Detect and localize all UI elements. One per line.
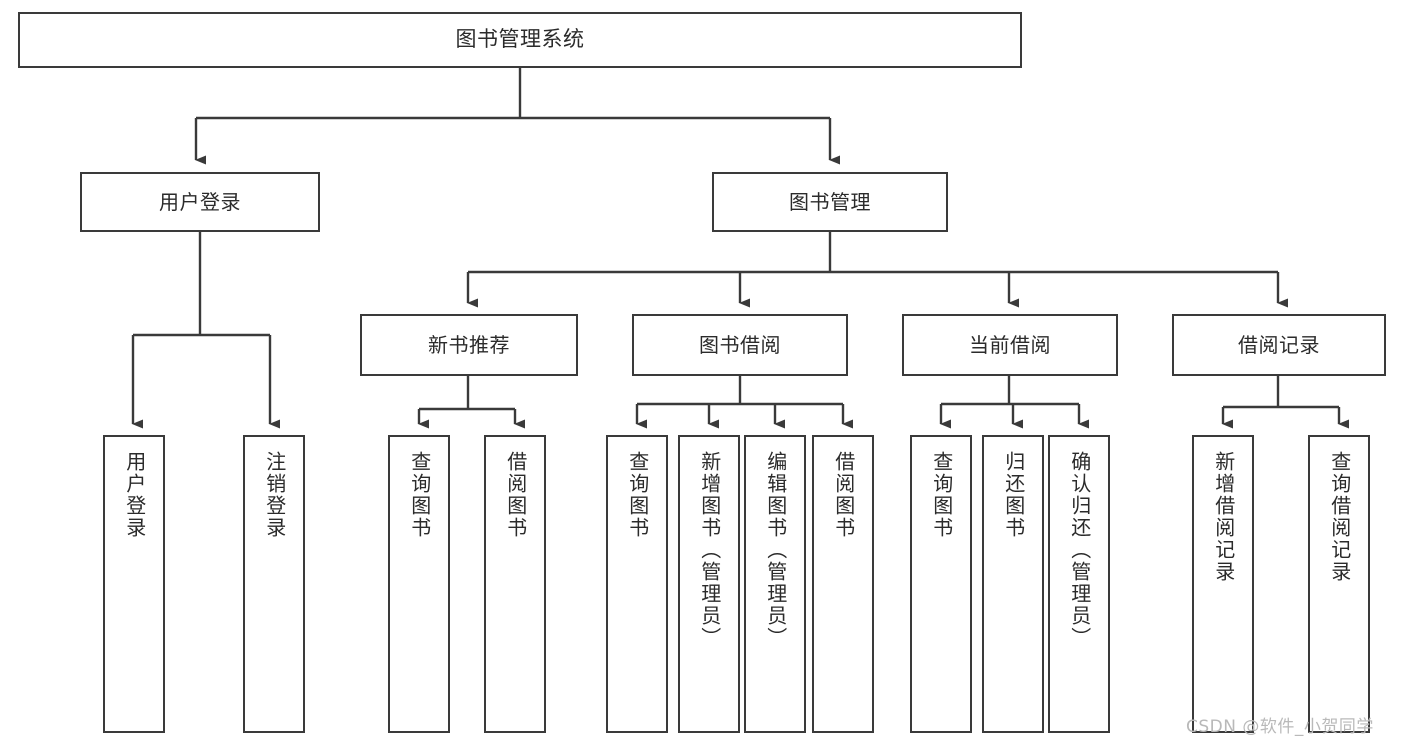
node-book-borrow[interactable]: 图书借阅 [632,314,848,376]
node-leaf-query-book-borrow[interactable]: 查询图书 [606,435,668,733]
node-leaf-add-book[interactable]: 新增图书（管理员） [678,435,740,733]
node-leaf-user-logout[interactable]: 注销登录 [243,435,305,733]
node-leaf-query-book-borrow-label: 查询图书 [625,451,650,539]
node-leaf-add-record-label: 新增借阅记录 [1211,451,1236,583]
node-leaf-add-record[interactable]: 新增借阅记录 [1192,435,1254,733]
node-leaf-borrow-book-rec-label: 借阅图书 [503,451,528,539]
node-current-borrow-label: 当前借阅 [969,332,1051,357]
node-borrow-record[interactable]: 借阅记录 [1172,314,1386,376]
node-leaf-user-logout-label: 注销登录 [262,451,287,539]
node-leaf-return-book-label: 归还图书 [1001,451,1026,539]
node-leaf-confirm-return[interactable]: 确认归还（管理员） [1048,435,1110,733]
node-leaf-user-login[interactable]: 用户登录 [103,435,165,733]
node-leaf-edit-book[interactable]: 编辑图书（管理员） [744,435,806,733]
node-leaf-add-book-label: 新增图书（管理员） [697,451,722,649]
node-leaf-borrow-book[interactable]: 借阅图书 [812,435,874,733]
node-leaf-query-book-current[interactable]: 查询图书 [910,435,972,733]
node-leaf-user-login-label: 用户登录 [122,451,147,539]
node-root[interactable]: 图书管理系统 [18,12,1022,68]
node-leaf-query-record-label: 查询借阅记录 [1327,451,1352,583]
node-current-borrow[interactable]: 当前借阅 [902,314,1118,376]
node-leaf-edit-book-label: 编辑图书（管理员） [763,451,788,649]
node-leaf-borrow-book-rec[interactable]: 借阅图书 [484,435,546,733]
node-leaf-query-book-rec[interactable]: 查询图书 [388,435,450,733]
node-new-book-rec-label: 新书推荐 [428,332,510,357]
node-user-login-label: 用户登录 [159,189,241,214]
node-borrow-record-label: 借阅记录 [1238,332,1320,357]
node-book-manage[interactable]: 图书管理 [712,172,948,232]
node-root-label: 图书管理系统 [455,27,585,52]
node-user-login[interactable]: 用户登录 [80,172,320,232]
node-book-borrow-label: 图书借阅 [699,332,781,357]
node-leaf-return-book[interactable]: 归还图书 [982,435,1044,733]
node-leaf-confirm-return-label: 确认归还（管理员） [1067,451,1092,649]
node-leaf-borrow-book-label: 借阅图书 [831,451,856,539]
node-leaf-query-book-rec-label: 查询图书 [407,451,432,539]
node-book-manage-label: 图书管理 [789,189,871,214]
node-new-book-rec[interactable]: 新书推荐 [360,314,578,376]
node-leaf-query-book-current-label: 查询图书 [929,451,954,539]
node-leaf-query-record[interactable]: 查询借阅记录 [1308,435,1370,733]
